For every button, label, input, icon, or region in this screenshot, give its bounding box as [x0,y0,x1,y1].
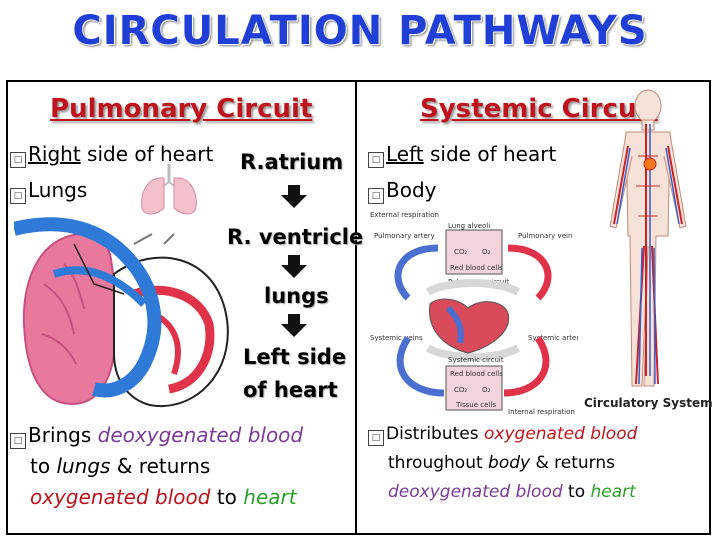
side-of-heart-text: side of heart [423,142,557,166]
label-pulmonary-vein: Pulmonary vein [518,232,572,240]
label-external-respiration: External respiration [370,211,439,219]
page-title: CIRCULATION PATHWAYS [72,8,648,54]
circulation-loop-diagram: External respiration Lung alveoli Pulmon… [370,211,578,416]
tissue-box [445,365,503,411]
down-arrow-icon [281,255,307,278]
systemic-description: □Distributes oxygenated blood throughout… [368,420,708,507]
bullet-mark: □ [10,152,26,168]
alveoli-box [445,229,503,275]
flow-step-of-heart: of heart [243,378,338,402]
label-red-blood-cells-top: Red blood cells [450,264,503,272]
oxygenated-blood-text: oxygenated blood [30,485,211,509]
label-systemic-arteries: Systemic arteries [528,334,578,342]
column-divider [355,80,357,535]
deoxygenated-blood-text: deoxygenated blood [388,482,563,502]
side-of-heart-text: side of heart [80,142,214,166]
systemic-line-left-side: □Left side of heart [368,142,556,168]
systemic-heading: Systemic Circuit [420,94,658,124]
heart-text: heart [590,482,636,502]
label-lung-alveoli: Lung alveoli [448,222,490,230]
svg-text:O₂: O₂ [482,386,491,394]
down-arrow-icon [281,314,307,337]
flow-step-lungs: lungs [264,284,329,308]
bullet-mark: □ [368,430,384,446]
pulmonary-heading: Pulmonary Circuit [50,94,313,124]
down-arrow-icon [281,185,307,208]
label-internal-respiration: Internal respiration [508,408,575,416]
systemic-line-body: □Body [368,178,437,204]
content-frame [6,80,711,535]
pulmonary-description: □Brings deoxygenated blood to lungs & re… [10,420,355,513]
circulatory-system-caption: Circulatory System [584,396,713,410]
lungs-text: Lungs [28,178,88,202]
left-word: Left [386,142,424,166]
svg-text:CO₂: CO₂ [454,248,467,256]
label-pulmonary-artery: Pulmonary artery [374,232,435,240]
pulmonary-line-lungs: □Lungs [10,178,87,204]
bullet-mark: □ [368,152,384,168]
label-systemic-circuit: Systemic circuit [448,356,504,364]
label-red-blood-cells-bottom: Red blood cells [450,370,503,378]
label-tissue-cells: Tissue cells [455,401,496,409]
small-lungs-icon [141,164,197,215]
body-text: Body [386,178,437,202]
bullet-mark: □ [10,188,26,204]
deoxygenated-blood-text: deoxygenated blood [97,423,304,447]
heart-lung-diagram [14,217,229,408]
flow-step-r-atrium: R.atrium [240,150,344,174]
heart-text: heart [243,485,297,509]
bullet-mark: □ [368,188,384,204]
oxygenated-blood-text: oxygenated blood [484,424,638,444]
flow-step-left-side: Left side [243,345,347,369]
pulmonary-line-right-side: □Right side of heart [10,142,213,168]
human-circulatory-figure [609,89,687,387]
svg-text:O₂: O₂ [482,248,491,256]
svg-text:CO₂: CO₂ [454,386,467,394]
bullet-mark: □ [10,433,26,449]
right-word: Right [28,142,81,166]
flow-step-r-ventricle: R. ventricle [227,225,364,249]
label-systemic-veins: Systemic veins [370,334,423,342]
